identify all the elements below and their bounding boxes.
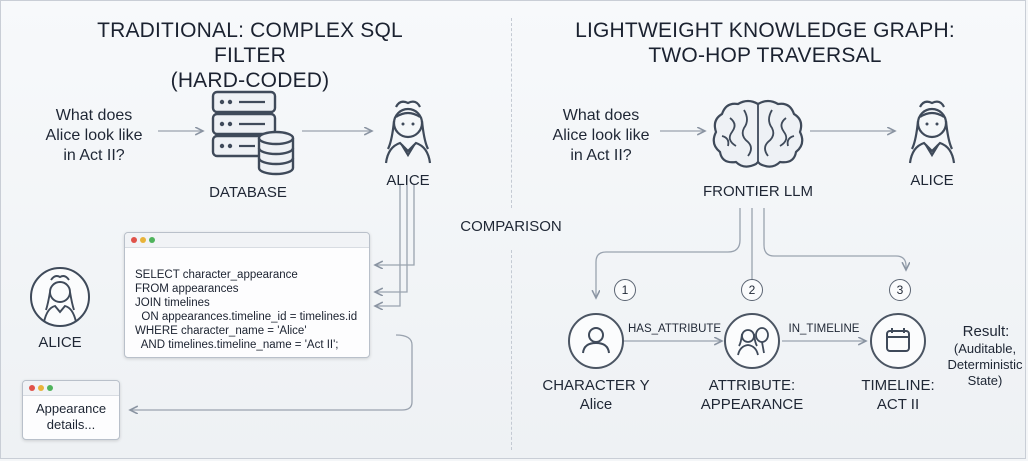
result-window: Appearance details... [22,380,120,440]
sql-line: AND timelines.timeline_name = 'Act II'; [135,339,339,351]
arrow-llm-to-node3 [763,208,906,270]
right-alice-label: ALICE [910,172,954,189]
edge-has-attribute-label: HAS_ATTRIBUTE [628,323,722,335]
step-2-badge: 2 [741,279,763,301]
minimize-dot-icon [38,385,44,391]
arrow-alice-to-sql-1 [375,185,415,265]
maximize-dot-icon [47,385,53,391]
alice-top-label: ALICE [386,172,430,189]
frontier-llm-label: FRONTIER LLM [702,183,813,200]
timeline-node [870,313,926,369]
character-node-label: CHARACTER Y Alice [542,377,650,413]
arrow-sql-to-result [130,334,413,410]
sql-window-titlebar [125,233,369,248]
result-detail: (Auditable, Deterministic State) [947,341,1023,388]
calendar-icon [886,328,910,352]
edge-in-timeline-label: IN_TIMELINE [788,323,860,335]
person-icon [582,327,610,354]
sql-line: FROM appearances [135,283,239,295]
maximize-dot-icon [149,237,155,243]
left-question: What does Alice look like in Act II? [45,107,143,164]
minimize-dot-icon [140,237,146,243]
arrow-llm-to-node1 [596,208,741,298]
section-divider-top [511,18,512,208]
result-title: Result: [962,323,1010,340]
sql-line: SELECT character_appearance [135,269,298,281]
comparison-label: COMPARISON [460,218,562,235]
step-3-badge: 3 [889,279,911,301]
alice-circle-icon [30,267,90,327]
timeline-node-label: TIMELINE: ACT II [861,377,935,413]
result-window-titlebar [23,381,119,396]
step-1-badge: 1 [614,279,636,301]
mirror-portrait-icon [737,327,769,356]
close-dot-icon [131,237,137,243]
sql-line: JOIN timelines [135,297,210,309]
appearance-details-text: Appearance details... [35,401,107,432]
attribute-node [724,313,780,369]
right-question: What does Alice look like in Act II? [552,107,650,164]
sql-line: ON appearances.timeline_id = timelines.i… [135,311,358,323]
alice-avatar-icon [908,100,956,164]
left-title: TRADITIONAL: COMPLEX SQL FILTER (HARD-CO… [97,19,403,92]
brain-icon [712,99,804,168]
database-icon [211,90,295,176]
right-title: LIGHTWEIGHT KNOWLEDGE GRAPH: TWO-HOP TRA… [575,19,955,67]
arrow-alice-to-sql-3 [375,185,401,306]
attribute-node-label: ATTRIBUTE: APPEARANCE [700,377,804,413]
alice-left-label: ALICE [38,334,82,351]
sql-line: WHERE character_name = 'Alice' [135,325,307,337]
arrow-alice-to-sql-2 [375,185,408,292]
character-node [568,313,624,369]
section-divider-bottom [511,250,512,450]
alice-avatar-icon [384,100,432,164]
database-label: DATABASE [209,184,287,201]
close-dot-icon [29,385,35,391]
